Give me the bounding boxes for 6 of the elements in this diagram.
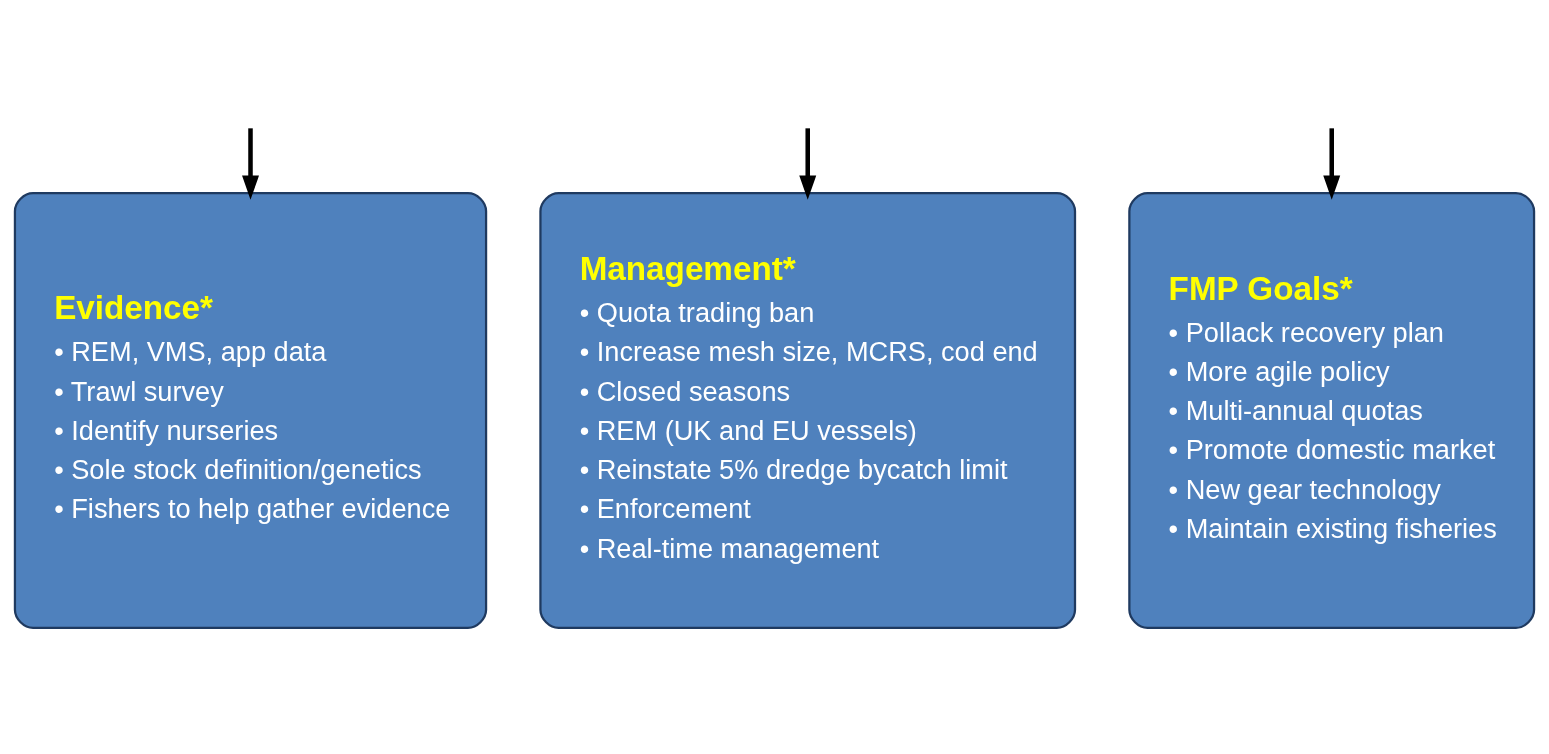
arrow	[1323, 127, 1341, 200]
node-box: Evidence* • REM, VMS, app data • Trawl survey • Identify nurseries • Sole stock definition/genetics • Fishers to help gather evidence	[13, 191, 488, 629]
node-box: FMP Goals* • Pollack recovery plan • More agile policy • Multi-annual quotas • Promote domestic market • New gear technology • Maintain existing fisheries	[1128, 191, 1536, 629]
node-box: Management* • Quota trading ban • Increase mesh size, MCRS, cod end • Closed seasons • REM (UK and EU vessels) • Reinstate 5% dredge bycatch limit • Enforcement • Real-time management	[539, 191, 1077, 629]
arrow	[242, 127, 259, 200]
arrow	[799, 127, 817, 200]
